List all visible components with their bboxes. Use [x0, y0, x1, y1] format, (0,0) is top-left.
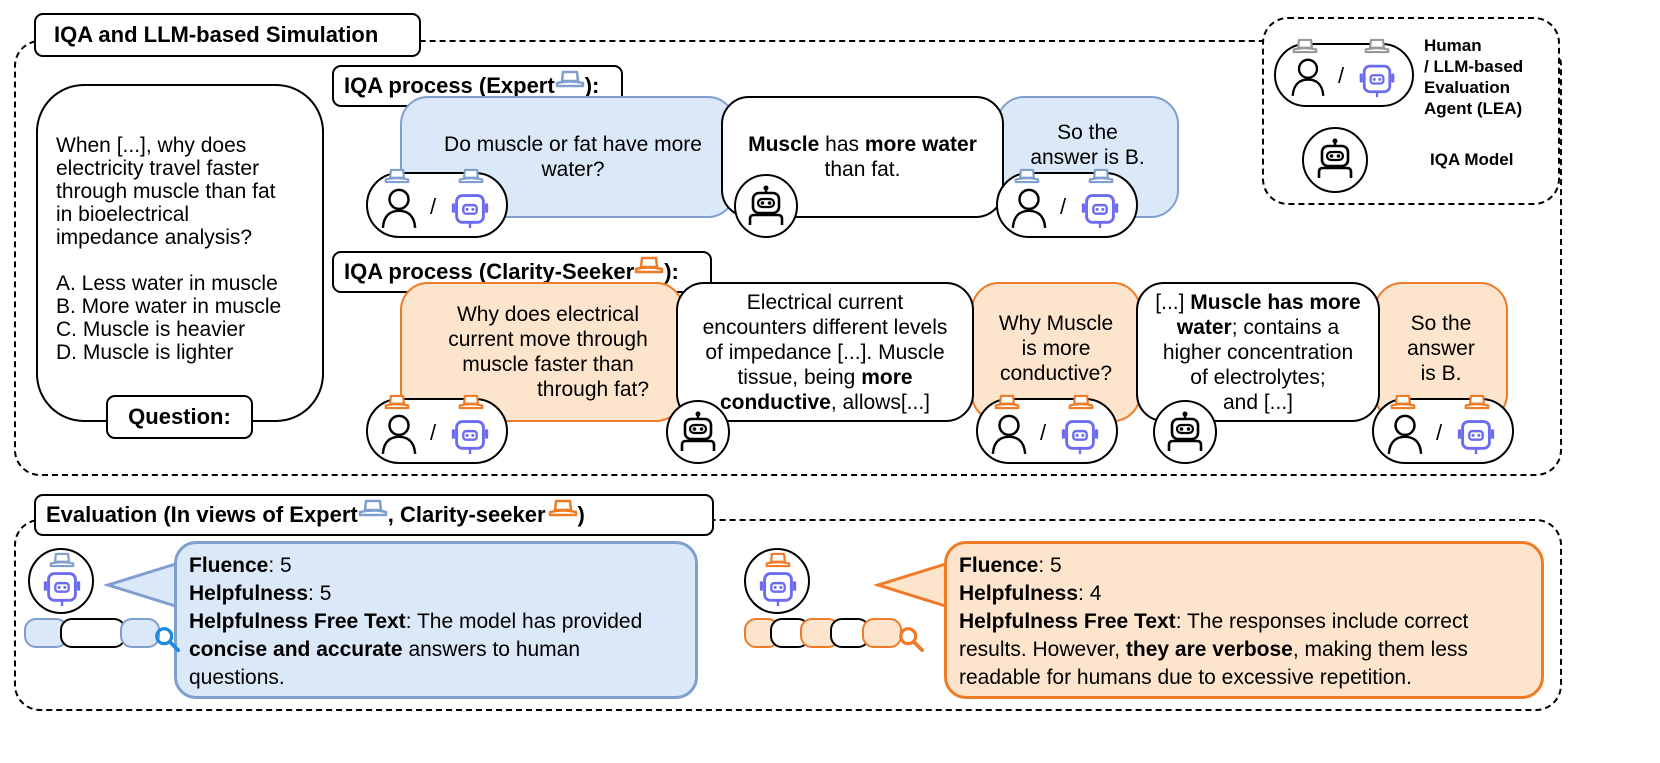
- pill-separator: /: [1040, 420, 1047, 445]
- hat-icon: [765, 552, 791, 568]
- clarity-dialogue-strip: [744, 618, 934, 650]
- hat-icon: [384, 168, 410, 184]
- evaluation-panel: [14, 519, 1562, 711]
- human-icon: [1010, 185, 1048, 229]
- clarity-agent-pill-2: /: [976, 398, 1118, 464]
- clarity-question-1: Why does electrical current move through…: [400, 282, 684, 422]
- hat-icon: [384, 394, 410, 410]
- hat-icon: [458, 168, 484, 184]
- clarity-evaluation-box: Fluence: 5 Helpfulness: 4 Helpfulness Fr…: [944, 541, 1544, 699]
- hat-icon: [458, 394, 484, 410]
- robot-icon: [678, 411, 718, 455]
- clarity-evaluation-pointer: [874, 560, 954, 610]
- simulation-title: IQA and LLM-based Simulation: [34, 13, 421, 57]
- strip-question-segment: [120, 618, 160, 648]
- strip-answer-segment: [60, 618, 126, 648]
- hat-icon: [548, 499, 578, 517]
- robot-icon: [450, 186, 490, 230]
- clarity-answer-1: Electrical current encounters different …: [676, 282, 974, 422]
- expert-evaluation-pointer: [104, 560, 184, 610]
- legend-separator: /: [1338, 63, 1345, 88]
- question-label: Question:: [106, 395, 253, 439]
- expert-model-circle-1: [734, 174, 798, 238]
- hat-icon: [1292, 38, 1318, 54]
- human-icon: [990, 411, 1028, 455]
- legend-model-label: IQA Model: [1430, 150, 1514, 169]
- robot-icon: [1060, 412, 1100, 456]
- robot-icon: [1165, 411, 1205, 455]
- human-icon: [380, 185, 418, 229]
- robot-icon: [450, 412, 490, 456]
- human-icon: [1386, 411, 1424, 455]
- expert-agent-pill-1: /: [366, 172, 508, 238]
- clarity-evaluator-circle: [744, 548, 810, 614]
- clarity-model-circle-2: [1153, 400, 1217, 464]
- expert-answer-1: Muscle has more water than fat.: [721, 96, 1004, 218]
- expert-evaluation-box: Fluence: 5 Helpfulness: 5 Helpfulness Fr…: [174, 541, 698, 699]
- hat-icon: [994, 394, 1020, 410]
- hat-icon: [1088, 168, 1114, 184]
- evaluation-title: Evaluation (In views of Expert , Clarity…: [34, 494, 714, 536]
- hat-icon: [358, 499, 388, 517]
- hat-icon: [1014, 168, 1040, 184]
- strip-question-segment: [862, 618, 902, 648]
- simulation-panel: [14, 40, 1562, 476]
- pill-separator: /: [1436, 420, 1443, 445]
- hat-icon: [634, 256, 664, 274]
- legend-agent-label: Human / LLM-based Evaluation Agent (LEA): [1424, 36, 1524, 118]
- magnifier-icon: [154, 626, 180, 652]
- robot-icon: [1315, 138, 1355, 182]
- magnifier-icon: [898, 626, 924, 652]
- clarity-agent-pill-1: /: [366, 398, 508, 464]
- robot-icon: [1456, 412, 1496, 456]
- robot-icon: [1358, 57, 1396, 99]
- legend-agent-pill: /: [1274, 43, 1414, 107]
- hat-icon: [49, 552, 75, 568]
- hat-icon: [1364, 38, 1390, 54]
- robot-icon: [42, 564, 82, 608]
- expert-agent-pill-2: /: [996, 172, 1138, 238]
- human-icon: [1290, 55, 1326, 97]
- pill-separator: /: [1060, 194, 1067, 219]
- hat-icon: [1464, 394, 1490, 410]
- hat-icon: [1068, 394, 1094, 410]
- robot-icon: [746, 185, 786, 229]
- hat-icon: [555, 70, 585, 88]
- expert-evaluator-circle: [28, 548, 94, 614]
- question-text: When [...], why does electricity travel …: [56, 134, 282, 364]
- pill-separator: /: [430, 194, 437, 219]
- clarity-answer-2: [...] Muscle has more water; contains a …: [1136, 282, 1380, 422]
- human-icon: [380, 411, 418, 455]
- legend-model-circle: [1302, 127, 1368, 193]
- hat-icon: [1390, 394, 1416, 410]
- clarity-model-circle-1: [666, 400, 730, 464]
- expert-dialogue-strip: [24, 618, 174, 650]
- robot-icon: [1080, 186, 1120, 230]
- robot-icon: [758, 564, 798, 608]
- clarity-agent-pill-3: /: [1372, 398, 1514, 464]
- question-box: [36, 84, 324, 422]
- pill-separator: /: [430, 420, 437, 445]
